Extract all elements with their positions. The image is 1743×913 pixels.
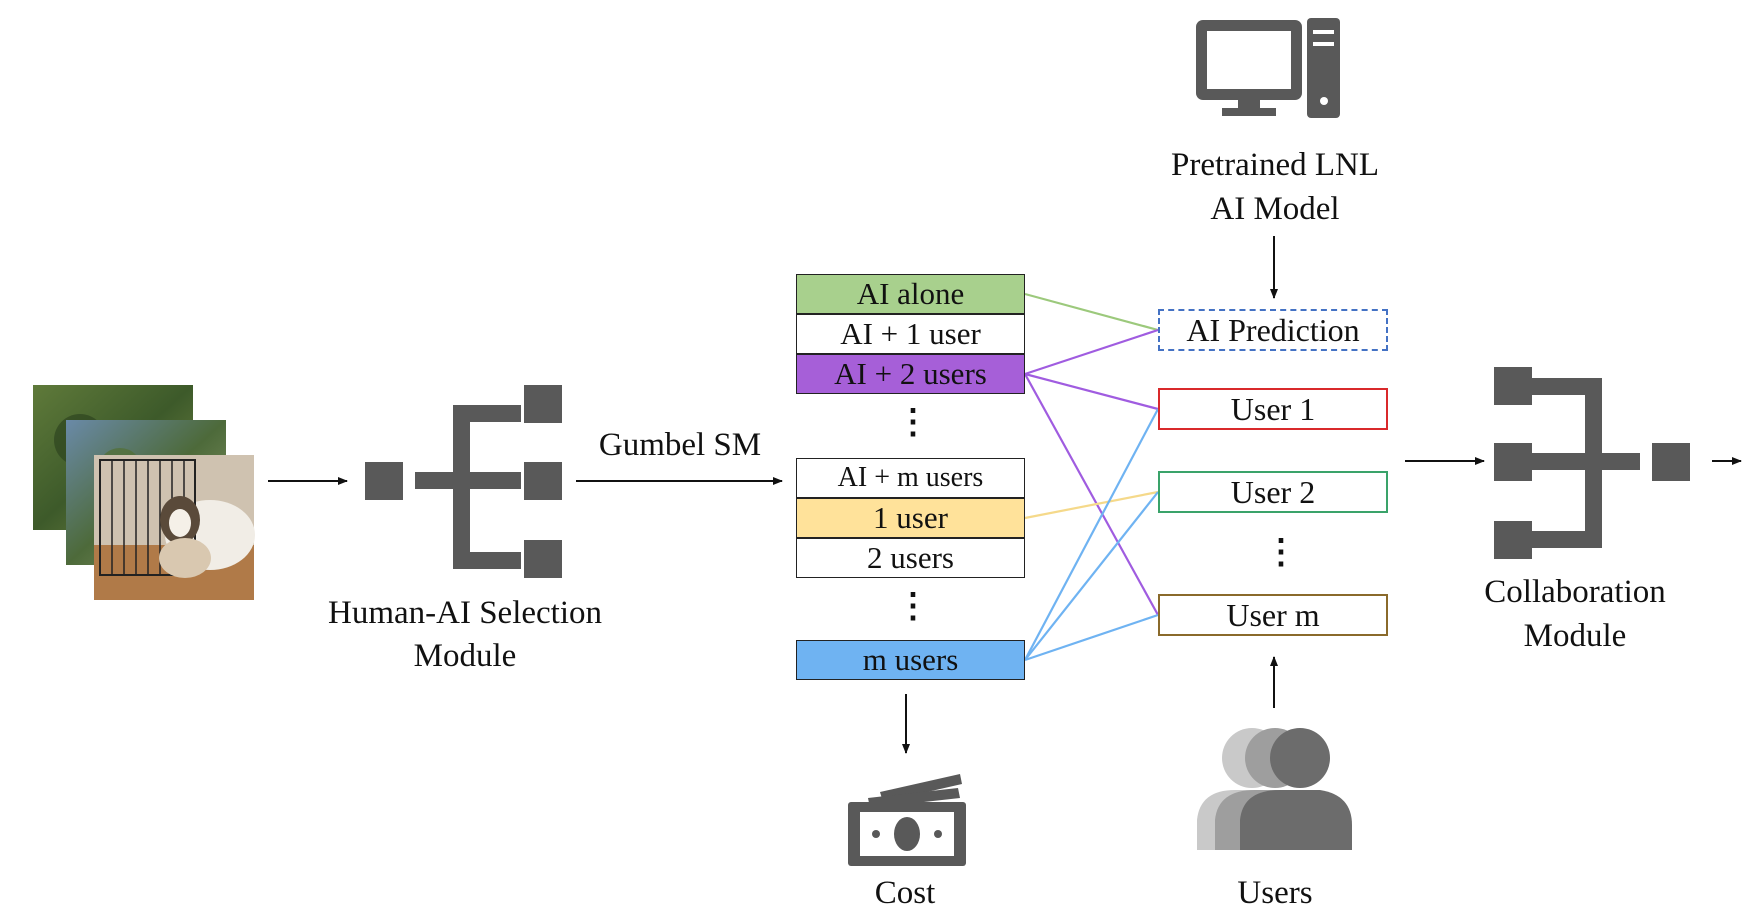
model-caption-line1: Pretrained LNL	[1170, 147, 1379, 183]
option-m-users: m users	[796, 640, 1025, 680]
option-label: m users	[862, 642, 959, 677]
option-ai-plus-2-users: AI + 2 users	[796, 354, 1025, 394]
user-m-box: User m	[1158, 594, 1388, 636]
input-images	[33, 385, 255, 600]
users-icon	[1197, 728, 1352, 850]
option-label: 2 users	[867, 540, 954, 575]
option-label: AI + 1 user	[840, 316, 981, 351]
selection-module-label-line1: Human-AI Selection	[327, 595, 602, 631]
user-2-box: User 2	[1158, 471, 1388, 513]
users-ellipsis: ⋮	[1264, 534, 1298, 571]
selection-module-icon	[365, 385, 562, 578]
users-label: Users	[1237, 875, 1313, 911]
option-label: AI + 2 users	[834, 356, 987, 391]
target-label: User m	[1226, 596, 1320, 633]
option-ai-plus-1-user: AI + 1 user	[796, 314, 1025, 354]
collaboration-module-icon	[1494, 367, 1690, 559]
connection-line	[1024, 292, 1159, 332]
option-2-users: 2 users	[796, 538, 1025, 578]
user-1-box: User 1	[1158, 388, 1388, 430]
connection-line	[1024, 408, 1159, 661]
option-label: AI + m users	[837, 462, 984, 493]
connection-line	[1024, 373, 1159, 616]
ai-prediction-box: AI Prediction	[1158, 309, 1388, 351]
collaboration-module-label-line1: Collaboration	[1484, 574, 1666, 610]
target-label: User 2	[1230, 473, 1316, 510]
option-label: 1 user	[873, 500, 948, 535]
connection-line	[1024, 613, 1159, 662]
model-caption-line2: AI Model	[1210, 191, 1340, 227]
option-label: AI alone	[856, 276, 965, 311]
cash-icon	[848, 774, 966, 866]
target-label: AI Prediction	[1186, 311, 1360, 348]
option-1-user: 1 user	[796, 498, 1025, 538]
connection-line	[1024, 491, 1159, 661]
connection-lines	[1024, 292, 1159, 662]
connection-line	[1024, 490, 1159, 520]
target-label: User 1	[1230, 390, 1316, 427]
selection-module-label-line2: Module	[413, 638, 517, 674]
arrows	[268, 236, 1742, 754]
options-ellipsis-2: ⋮	[896, 588, 930, 625]
option-ai-alone: AI alone	[796, 274, 1025, 314]
dog-photo	[94, 455, 255, 600]
connection-line	[1024, 372, 1159, 411]
computer-icon	[1196, 18, 1340, 118]
collaboration-module-label-line2: Module	[1523, 618, 1627, 654]
options-ellipsis-1: ⋮	[896, 404, 930, 441]
option-ai-plus-m-users: AI + m users	[796, 458, 1025, 498]
connection-line	[1024, 328, 1159, 376]
gumbel-label: Gumbel SM	[598, 427, 762, 463]
cost-label: Cost	[874, 875, 936, 911]
